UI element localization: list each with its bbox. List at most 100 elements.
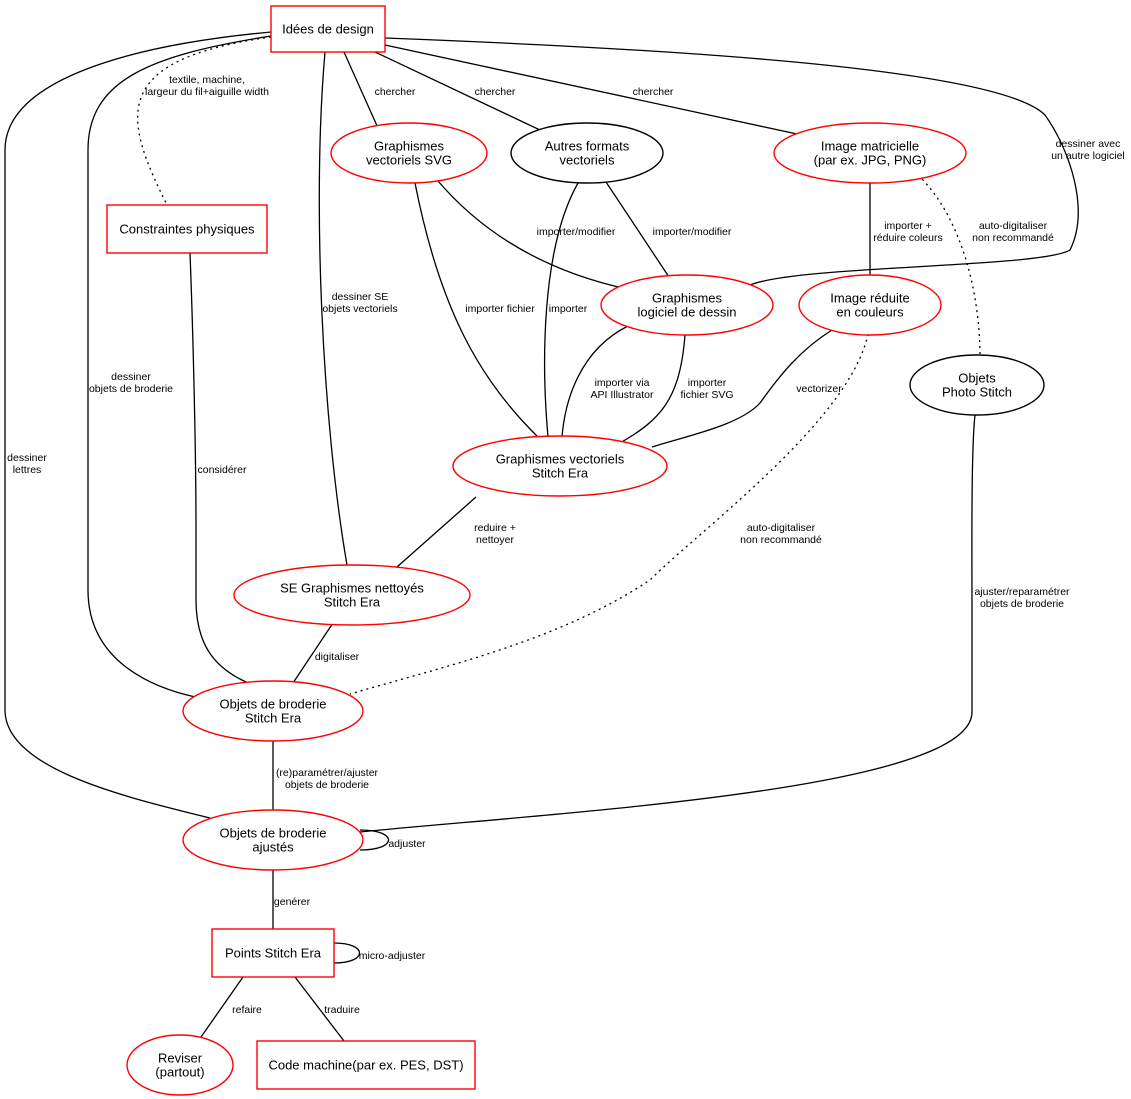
e-nettoyes-broderie-connector [292, 622, 334, 684]
node-objets-broderie-label-line-2: Stitch Era [245, 711, 302, 726]
e-broderie-ajustes-label-line-1: (re)paramétrer/ajuster [276, 767, 379, 779]
e-idees-matricielle-label-line-1: chercher [633, 86, 674, 98]
e-idees-svg-label-line-1: chercher [375, 86, 416, 98]
node-points-box [211, 928, 335, 978]
e-idees-matricielle-label: chercher [633, 86, 674, 98]
e-svg-vectoriels-label-line-1: importer fichier [465, 303, 535, 315]
e-vectoriels-nettoyes-connector [396, 496, 477, 568]
e-logiciel-vectoriels-svg-label-line-1: importer [688, 377, 727, 389]
e-points-reviser-label: refaire [232, 1004, 262, 1016]
e-matricielle-reduite-label: importer +réduire coleurs [873, 220, 942, 244]
node-reviser-label-line-2: (partout) [155, 1065, 204, 1080]
node-autres-formats-ellipse [510, 122, 664, 184]
e-vectoriels-nettoyes-label: reduire +nettoyer [474, 522, 516, 546]
node-idees-design: Idées de design [270, 5, 386, 53]
e-idees-matricielle-connector [384, 44, 798, 135]
e-idees-svg-label: chercher [375, 86, 416, 98]
node-contraintes-label-line-1: Constraintes physiques [119, 222, 255, 237]
node-reviser-label-line-1: Reviser [158, 1051, 203, 1066]
e-idees-ajustes-connector [4, 31, 272, 819]
node-vectoriels-se-ellipse [452, 435, 668, 497]
e-idees-autres-label-line-1: chercher [475, 86, 516, 98]
e-matricielle-photo-label-line-1: auto-digitaliser [979, 220, 1048, 232]
e-reduite-vectoriels-label: vectorizer [796, 383, 842, 395]
node-idees-design-label-line-1: Idées de design [282, 22, 374, 37]
e-photo-ajustes-label-line-1: ajuster/reparamétrer [974, 586, 1070, 598]
e-idees-broderie-label-line-1: dessiner [111, 371, 151, 383]
e-idees-contraintes-label-line-2: largeur du fil+aiguille width [145, 86, 269, 98]
node-code-machine-box [256, 1040, 476, 1090]
e-logiciel-vectoriels-svg-connector [619, 334, 686, 444]
node-photo-stitch-label-line-1: Objets [958, 371, 996, 386]
node-contraintes-box [106, 204, 268, 254]
e-points-self-connector [333, 942, 361, 964]
e-idees-svg-connector [343, 51, 379, 129]
e-autres-vectoriels-connector [544, 182, 579, 438]
e-idees-ajustes-label-line-2: lettres [13, 464, 42, 476]
e-points-reviser-label-line-1: refaire [232, 1004, 262, 1016]
node-reviser: Reviser(partout) [126, 1034, 234, 1096]
e-reduite-vectoriels-label-line-1: vectorizer [796, 383, 842, 395]
e-ajustes-self-label-line-1: adjuster [388, 838, 426, 850]
node-logiciel-dessin-label-line-1: Graphismes [652, 291, 723, 306]
node-autres-formats-label-line-1: Autres formats [545, 139, 630, 154]
node-vectoriels-se-label-line-2: Stitch Era [532, 466, 589, 481]
e-autres-logiciel-label-line-1: importer/modifier [653, 226, 732, 238]
node-nettoyes-label-line-2: Stitch Era [324, 595, 381, 610]
e-idees-autres-connector [374, 51, 541, 131]
node-image-matricielle-ellipse [773, 122, 967, 184]
e-logiciel-vectoriels-api-connector [561, 325, 629, 438]
e-vectoriels-nettoyes-label-line-2: nettoyer [476, 534, 514, 546]
node-nettoyes-ellipse [233, 564, 471, 626]
e-reduite-broderie-label-line-2: non recommandé [740, 534, 822, 546]
node-objets-ajustes-ellipse [182, 809, 364, 871]
node-objets-broderie-ellipse [182, 680, 364, 742]
e-svg-logiciel-label: importer/modifier [537, 226, 616, 238]
e-reduite-vectoriels-connector [651, 329, 833, 448]
node-svg-label-line-2: vectoriels SVG [366, 153, 452, 168]
node-vectoriels-se-label-line-1: Graphismes vectoriels [496, 452, 625, 467]
node-contraintes: Constraintes physiques [106, 204, 268, 254]
e-idees-nettoyes-connector [318, 51, 348, 566]
node-logiciel-dessin-label-line-2: logiciel de dessin [637, 305, 736, 320]
node-objets-ajustes-label-line-1: Objets de broderie [220, 826, 327, 841]
e-photo-ajustes-connector [359, 414, 976, 833]
node-photo-stitch-label-line-2: Photo Stitch [942, 385, 1012, 400]
e-idees-logiciel-label-line-2: un autre logiciel [1051, 150, 1125, 162]
e-ajustes-self-label: adjuster [388, 838, 426, 850]
e-autres-logiciel-label: importer/modifier [653, 226, 732, 238]
e-idees-autres-label: chercher [475, 86, 516, 98]
e-contraintes-broderie-label-line-1: considérer [197, 464, 247, 476]
e-idees-broderie-label-line-2: objets de broderie [89, 383, 173, 395]
e-nettoyes-broderie-label-line-1: digitaliser [315, 651, 360, 663]
e-autres-vectoriels-label: importer [549, 303, 588, 315]
e-idees-logiciel-label-line-1: dessiner avec [1056, 138, 1121, 150]
node-image-reduite-ellipse [798, 274, 942, 336]
node-image-reduite-label-line-2: en couleurs [836, 305, 904, 320]
e-ajustes-points-label: genérer [274, 896, 311, 908]
e-ajustes-self-connector [359, 829, 390, 851]
e-logiciel-vectoriels-api-label-line-2: API Illustrator [590, 389, 654, 401]
node-points-label-line-1: Points Stitch Era [225, 946, 322, 961]
node-autres-formats-label-line-2: vectoriels [560, 153, 615, 168]
e-points-self-label: micro-adjuster [359, 950, 426, 962]
e-reduite-broderie-label-line-1: auto-digitaliser [747, 522, 816, 534]
e-svg-logiciel-label-line-1: importer/modifier [537, 226, 616, 238]
e-photo-ajustes-label-line-2: objets de broderie [980, 598, 1064, 610]
node-image-matricielle-label-line-2: (par ex. JPG, PNG) [814, 153, 927, 168]
node-reviser-ellipse [126, 1034, 234, 1096]
e-autres-vectoriels-label-line-1: importer [549, 303, 588, 315]
